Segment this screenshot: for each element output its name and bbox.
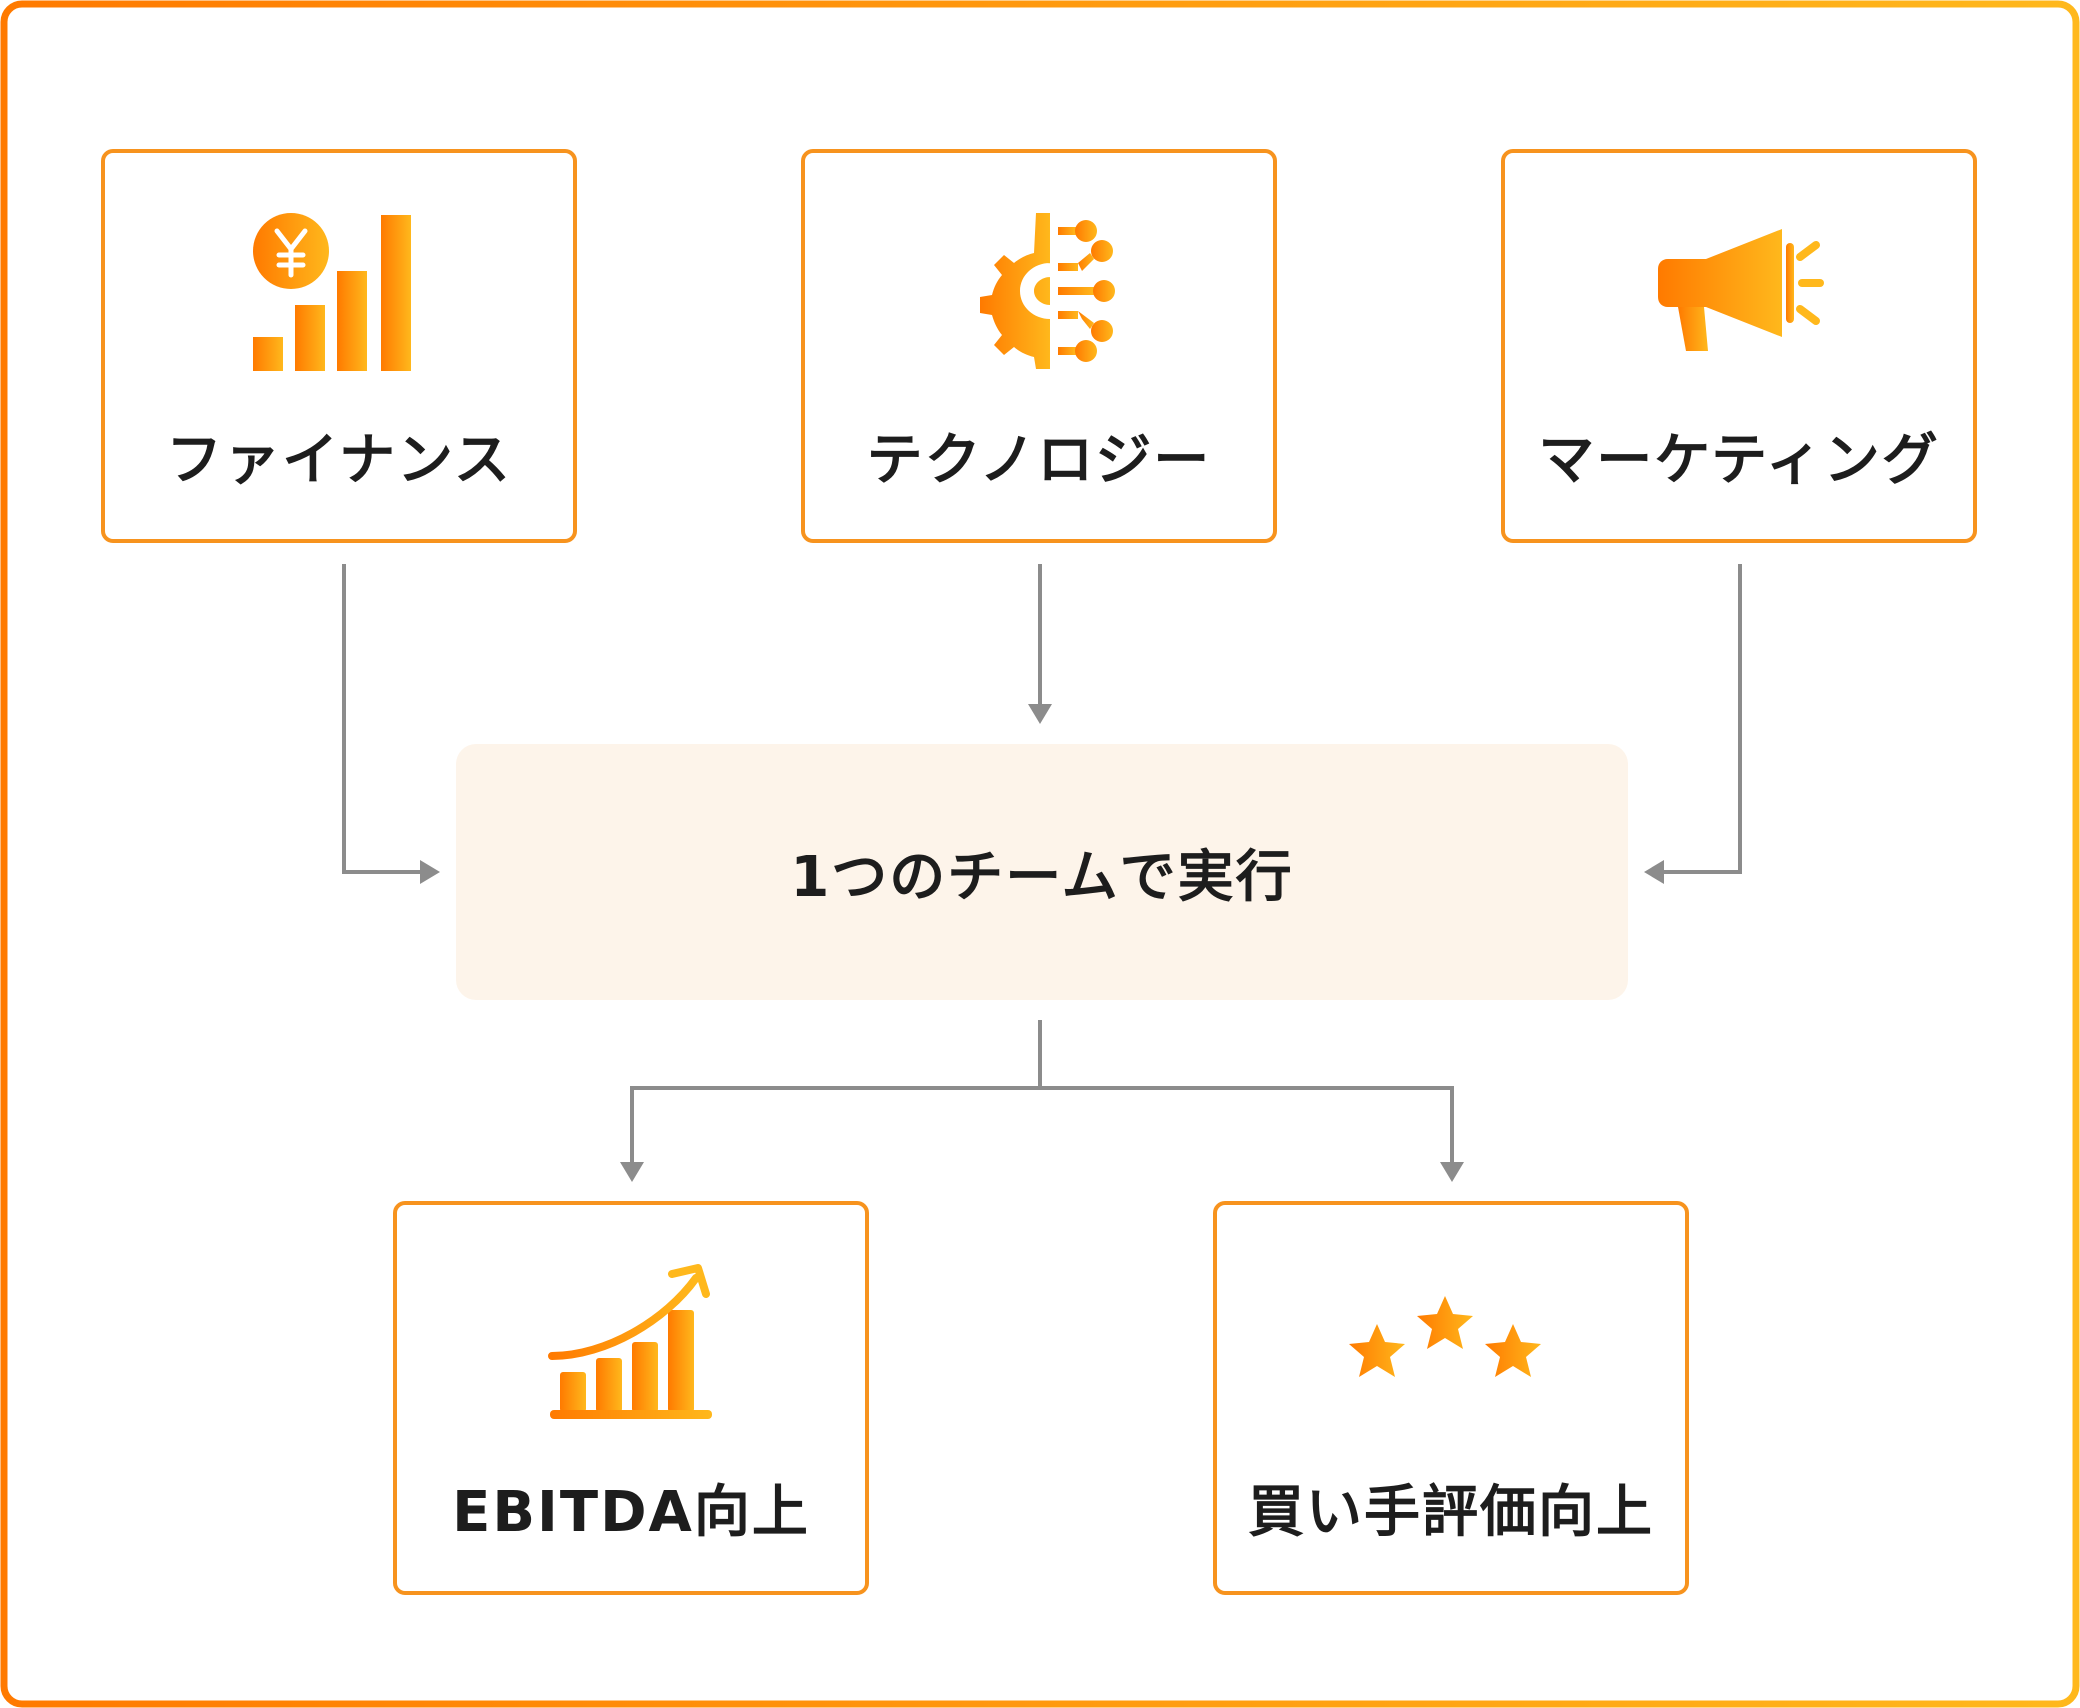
yen-bar-chart-icon [105,205,573,377]
arrowhead-finance [420,860,440,884]
card-label-buyer-valuation: 買い手評価向上 [1248,1480,1654,1545]
growth-chart-icon [397,1257,865,1429]
arrowhead-marketing [1644,860,1664,884]
star-middle-icon [1417,1296,1473,1349]
arrowhead-technology [1028,704,1052,724]
megaphone-icon [1505,205,1973,377]
card-buyer-valuation: 買い手評価向上 [1213,1201,1689,1595]
star-left-icon [1349,1324,1405,1377]
card-technology: テクノロジー [801,149,1277,543]
star-right-icon [1485,1324,1541,1377]
card-label-technology: テクノロジー [866,428,1212,493]
gear-circuit-icon [805,205,1273,377]
arrowhead-ebitda [620,1162,644,1182]
three-stars-icon [1217,1257,1685,1429]
card-label-marketing: マーケティング [1538,428,1940,493]
connector-split [630,1086,1454,1162]
center-label: 1つのチームで実行 [790,844,1294,910]
card-ebitda: EBITDA向上 [393,1201,869,1595]
arrowhead-buyer [1440,1162,1464,1182]
card-label-ebitda: EBITDA向上 [452,1480,810,1545]
connector-marketing [1662,564,1742,874]
connector-finance [342,564,422,874]
card-marketing: マーケティング [1501,149,1977,543]
card-finance: ファイナンス [101,149,577,543]
card-label-finance: ファイナンス [166,428,512,493]
center-box: 1つのチームで実行 [456,744,1628,1000]
